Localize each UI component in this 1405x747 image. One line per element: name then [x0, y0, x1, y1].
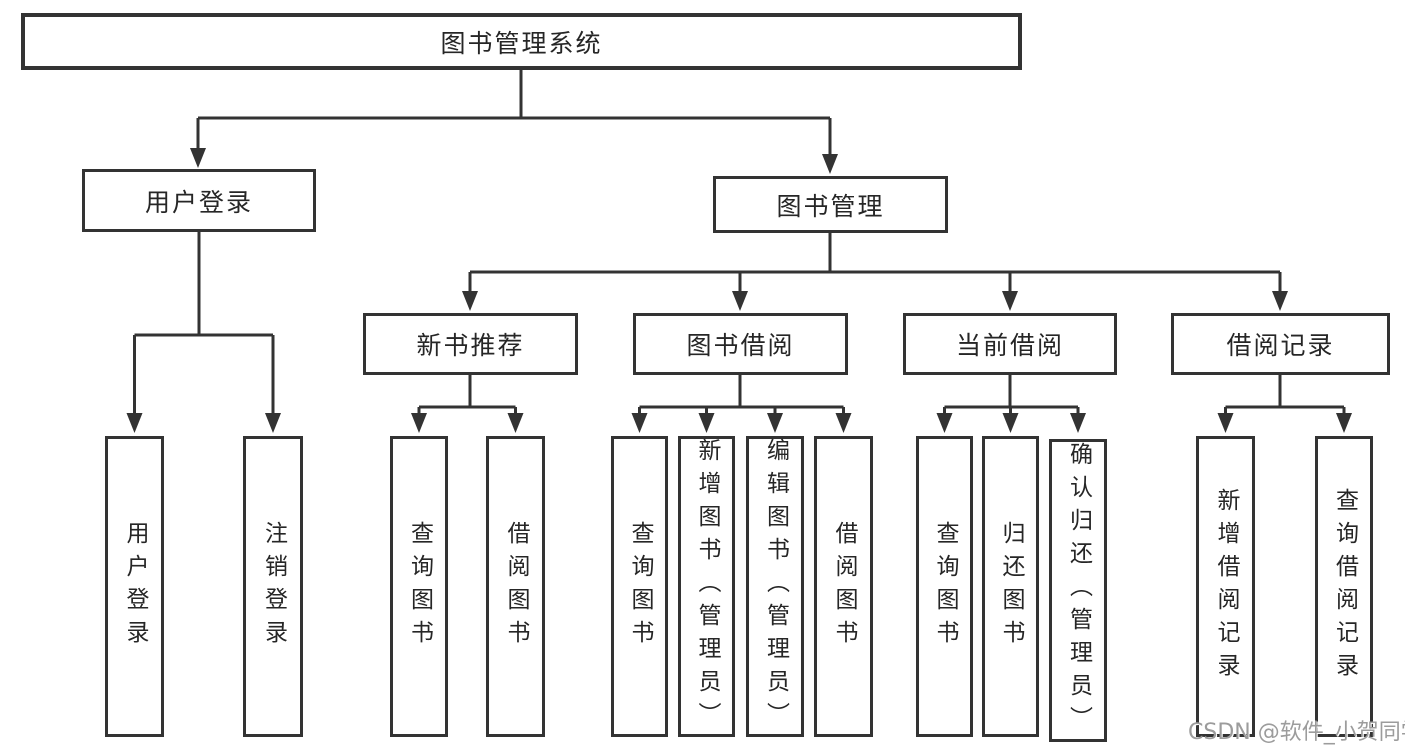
leaf-add-borrow-record: 新增借阅记录 [1196, 436, 1255, 737]
leaf-borrow-books-label: 借阅图书 [831, 520, 857, 653]
leaf-query-borrow-record: 查询借阅记录 [1315, 436, 1373, 737]
leaf-query-books-recommend-label: 查询图书 [406, 520, 433, 653]
node-current-borrowing-label: 当前借阅 [955, 331, 1064, 360]
arrowhead [126, 413, 143, 433]
node-book-management: 图书管理 [713, 176, 948, 233]
leaf-borrow-books-recommend: 借阅图书 [486, 436, 545, 737]
node-current-borrowing: 当前借阅 [903, 313, 1117, 375]
arrowhead [411, 413, 427, 433]
arrowhead [936, 413, 953, 433]
arrowhead [1336, 413, 1352, 433]
arrowhead [631, 413, 648, 433]
arrowhead [1002, 413, 1019, 433]
leaf-query-books-current: 查询图书 [916, 436, 973, 737]
node-user-login: 用户登录 [82, 169, 316, 232]
node-book-borrowing: 图书借阅 [633, 313, 848, 375]
leaf-user-login: 用户登录 [105, 436, 164, 737]
node-book-management-label: 图书管理 [776, 191, 885, 221]
leaf-confirm-return-admin-label: 确认归还（管理员） [1065, 442, 1092, 739]
arrowhead [822, 154, 838, 174]
node-new-book-recommendation-label: 新书推荐 [416, 331, 525, 360]
node-library-system-label: 图书管理系统 [440, 28, 603, 58]
node-user-login-label: 用户登录 [144, 187, 253, 217]
leaf-query-books-current-label: 查询图书 [932, 520, 958, 653]
leaf-borrow-books: 借阅图书 [814, 436, 873, 737]
arrowhead [507, 413, 524, 433]
leaf-query-books-borrowing: 查询图书 [611, 436, 668, 737]
arrowhead [767, 413, 783, 433]
leaf-add-books-admin: 新增图书（管理员） [678, 436, 735, 737]
leaf-query-books-borrowing-label: 查询图书 [627, 520, 653, 653]
leaf-query-borrow-record-label: 查询借阅记录 [1331, 487, 1358, 686]
arrowhead [1002, 291, 1018, 311]
leaf-return-books: 归还图书 [982, 436, 1039, 737]
leaf-logout-login-label: 注销登录 [260, 520, 287, 653]
arrowhead [462, 291, 478, 311]
leaf-edit-books-admin-label: 编辑图书（管理员） [762, 438, 789, 735]
leaf-logout-login: 注销登录 [243, 436, 303, 737]
leaf-return-books-label: 归还图书 [998, 520, 1024, 653]
node-book-borrowing-label: 图书借阅 [686, 331, 795, 360]
arrowhead [190, 148, 206, 168]
leaf-add-borrow-record-label: 新增借阅记录 [1213, 487, 1239, 686]
arrowhead [1217, 413, 1234, 433]
leaf-borrow-books-recommend-label: 借阅图书 [503, 520, 529, 653]
arrowhead [1070, 413, 1086, 433]
arrowhead [732, 291, 748, 311]
node-borrowing-records: 借阅记录 [1171, 313, 1390, 375]
arrowhead [265, 413, 281, 433]
node-new-book-recommendation: 新书推荐 [363, 313, 578, 375]
arrowhead [835, 413, 852, 433]
leaf-confirm-return-admin: 确认归还（管理员） [1049, 439, 1107, 742]
leaf-user-login-label: 用户登录 [122, 520, 148, 653]
node-borrowing-records-label: 借阅记录 [1226, 331, 1335, 360]
leaf-edit-books-admin: 编辑图书（管理员） [746, 436, 804, 737]
leaf-add-books-admin-label: 新增图书（管理员） [694, 438, 720, 735]
leaf-query-books-recommend: 查询图书 [390, 436, 448, 737]
node-library-system: 图书管理系统 [21, 13, 1022, 70]
arrowhead [698, 413, 715, 433]
arrowhead [1272, 291, 1288, 311]
watermark: CSDN @软件_小贺同学 [1188, 720, 1405, 745]
